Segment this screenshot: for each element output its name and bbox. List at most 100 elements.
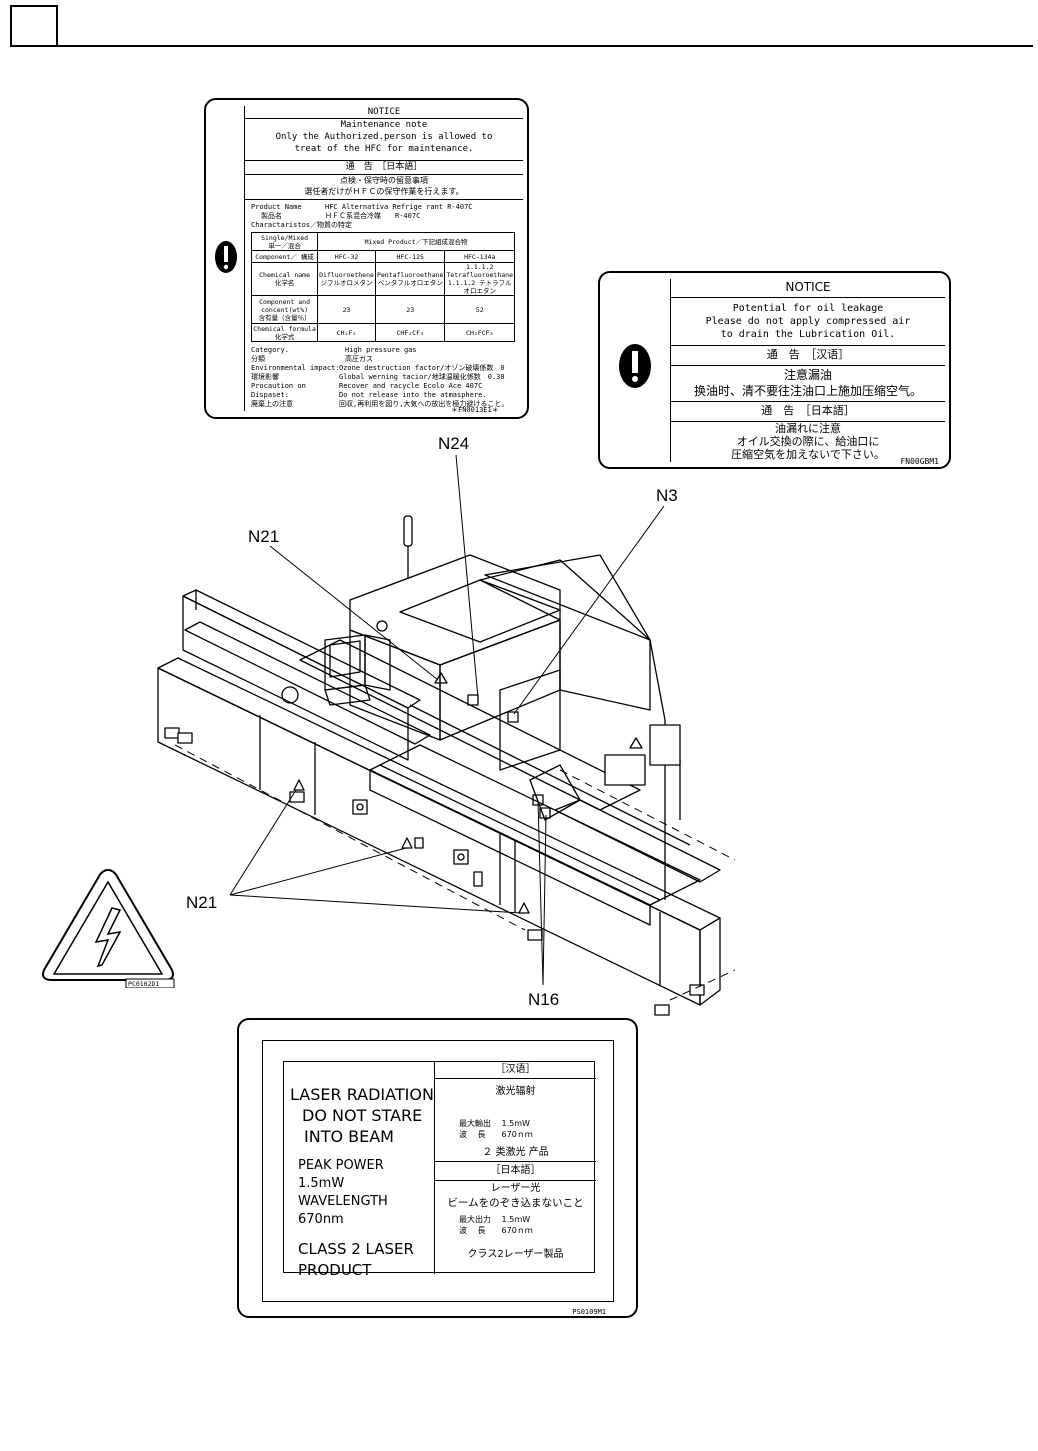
laser-code: PS0109M1: [572, 1308, 606, 1316]
laser-power: PEAK POWER 1.5mW: [298, 1158, 384, 1191]
oil-en-line: Please do not apply compressed air: [705, 316, 911, 327]
precaution-line: 回収,再利用を図り,大気への放出を極力避けること。: [339, 400, 509, 408]
high-voltage-label: [42, 868, 175, 988]
oil-notice-label: NOTICE Potential for oil leakage Please …: [598, 271, 951, 469]
laser-en-line: INTO BEAM: [304, 1127, 394, 1146]
callout-n21-left: N21: [186, 893, 218, 912]
laser-en-line: LASER RADIATION: [290, 1085, 434, 1104]
callout-n21-top: N21: [248, 527, 280, 546]
left-rail: [182, 589, 431, 761]
oil-cn-line: 换油时、清不要往注油口上施加压缩空气。: [693, 384, 922, 398]
hfc-jp-header: 通 告 ［日本語］: [245, 160, 523, 173]
table-cell: CH₂F₂: [317, 323, 376, 342]
oil-cn-line: 注意漏油: [783, 368, 832, 382]
machine-housing: [281, 554, 681, 900]
product-name-value-en: HFC Alternativa Refrige rant R-407C: [325, 203, 473, 211]
oil-cn-text: 注意漏油 换油时、清不要往注油口上施加压缩空气。: [671, 365, 945, 399]
laser-warning-label: LASER RADIATION DO NOT STARE INTO BEAM P…: [237, 1018, 638, 1318]
laser-jp-specs: 最大出力 1.5ｍW 波 長 670ｎｍ: [459, 1214, 533, 1236]
oil-code: FN00GBM1: [900, 457, 939, 466]
table-cell: Difluoroethene ジフルオロメタン: [317, 262, 376, 296]
laser-en-line: DO NOT STARE: [302, 1106, 423, 1125]
laser-translation-column: ［汉语］ 激光辐射 最大輸出 1.5mW 波 長 670ｎｍ ２ 类激光 产品 …: [434, 1062, 596, 1274]
product-name-label: Product Name 製品名: [251, 203, 321, 221]
table-cell: 1.1.1.2 Tetrafluoroethane 1.1.1.2 テトラフルオ…: [444, 262, 515, 296]
monitor: [324, 634, 391, 706]
table-cell: 52: [444, 295, 515, 324]
hv-code: PC0102D1: [128, 980, 160, 988]
laser-cn-header: ［汉语］: [435, 1062, 596, 1079]
hfc-en-line: Only the Authorized.person is allowed to: [275, 132, 493, 142]
laser-jp-warn: ビームをのぞき込まないこと: [447, 1197, 584, 1209]
oil-jp-text: 油漏れに注意 オイル交換の際に、給油口に 圧縮空気を加えないで下さい。: [671, 421, 945, 463]
laser-cn-wave: 波 長 670ｎｍ: [459, 1130, 533, 1139]
oil-en-line: Potential for oil leakage: [732, 303, 884, 314]
laser-jp-wave: 波 長 670ｎｍ: [459, 1226, 533, 1235]
env-line: Global werning tacior/地球温暖化係数 0.38: [339, 373, 505, 381]
precaution-line: Do not release into the atmasphere.: [339, 391, 487, 399]
table-cell: Chemical formula 化学式: [250, 323, 319, 342]
oil-en-line: to drain the Lubrication Oil.: [720, 329, 896, 340]
hfc-title: NOTICE: [367, 107, 401, 117]
laser-jp-header: ［日本語］: [435, 1161, 596, 1181]
category-label: Category. 分類: [251, 346, 289, 363]
product-name-value: HFC Alternativa Refrige rant R-407C ＨＦＣ系…: [325, 203, 473, 221]
exclamation-icon: [215, 241, 237, 273]
hfc-composition-table: Single/Mixed 単一／混合 Mixed Product／下記組成混合物…: [250, 232, 515, 342]
oil-jp-line: 圧縮空気を加えないで下さい。: [731, 448, 885, 461]
product-name-value-jp: ＨＦＣ系混合冷媒 R-407C: [325, 212, 421, 220]
callout-n24: N24: [438, 434, 470, 453]
product-name-label-en: Product Name: [251, 203, 302, 211]
signal-tower: [403, 515, 413, 578]
table-cell: 23: [317, 295, 376, 324]
precaution-value: Recover and racycle Ecolo Ace 407C Do no…: [339, 382, 508, 409]
hfc-notice-label: NOTICE Maintenance note Only the Authori…: [204, 98, 529, 419]
callout-n3: N3: [656, 486, 678, 505]
table-cell: CH₂FCF₃: [444, 323, 515, 342]
laser-inner-frame: LASER RADIATION DO NOT STARE INTO BEAM P…: [262, 1040, 614, 1302]
callout-n16: N16: [528, 990, 560, 1009]
hfc-details: Product Name 製品名 HFC Alternativa Refrige…: [245, 199, 523, 414]
env-line: Ozone destruction factor/オゾン破壊係数 0: [339, 364, 505, 372]
exclamation-icon: [619, 344, 651, 388]
leveling-feet: [164, 727, 705, 1016]
laser-jp-power: 最大出力 1.5ｍW: [459, 1215, 531, 1224]
conveyor: [299, 639, 721, 926]
header-box: [10, 5, 58, 47]
hfc-jp-text: 点検・保守時の留意事項 選任者だけがＨＦＣの保守作業を行えます。: [245, 174, 523, 197]
oil-cn-header: 通 告 ［汉语］: [671, 345, 945, 364]
table-cell: Chemical name 化学名: [250, 262, 319, 296]
env-label: Environmental impact: 環境影響: [251, 364, 340, 381]
header-rule: [58, 45, 1033, 47]
hfc-code: ＊FN0013E1＊: [451, 406, 499, 414]
laser-class-line: PRODUCT: [298, 1261, 372, 1279]
laser-cn-specs: 最大輸出 1.5mW 波 長 670ｎｍ: [459, 1118, 533, 1140]
category-value: High pressure gas 高圧ガス: [345, 346, 417, 363]
base-frame: [157, 657, 721, 1006]
laser-cn-title: 激光辐射: [495, 1086, 536, 1097]
hfc-en-line: Maintenance note: [340, 120, 428, 130]
hfc-en-line: treat of the HFC for maintenance.: [294, 144, 474, 154]
laser-cn-class: ２ 类激光 产品: [482, 1147, 549, 1158]
laser-text-panel: LASER RADIATION DO NOT STARE INTO BEAM P…: [283, 1061, 596, 1279]
product-name-label-jp: 製品名: [261, 212, 282, 220]
env-value: Ozone destruction factor/オゾン破壊係数 0 Globa…: [339, 364, 505, 382]
leader-lines: [229, 454, 665, 986]
oil-jp-header: 通 告 ［日本語］: [671, 401, 945, 420]
hfc-jp-line: 選任者だけがＨＦＣの保守作業を行えます。: [304, 187, 464, 196]
laser-wavelength: WAVELENGTH 670nm: [298, 1194, 388, 1227]
oil-en-text: Potential for oil leakage Please do not …: [671, 297, 945, 343]
hfc-en-text: Maintenance note Only the Authorized.per…: [245, 118, 523, 159]
precaution-label: Procaution on Dispaset: 廃棄上の注意: [251, 382, 306, 408]
laser-en-block: LASER RADIATION DO NOT STARE INTO BEAM P…: [290, 1084, 434, 1281]
oil-jp-line: オイル交換の際に、給油口に: [736, 435, 880, 448]
oil-jp-line: 油漏れに注意: [775, 422, 841, 435]
characteristics-label: Charactaristos／物質の特定: [251, 221, 353, 229]
hfc-jp-line: 点検・保守時の留意事項: [340, 176, 428, 185]
lightning-bolt-icon: [94, 907, 122, 968]
precaution-line: Recover and racycle Ecolo Ace 407C: [339, 382, 483, 390]
oil-title: NOTICE: [785, 280, 831, 294]
laser-cn-power: 最大輸出 1.5mW: [459, 1119, 530, 1128]
laser-jp-class: クラス2レーザー製品: [467, 1249, 564, 1260]
